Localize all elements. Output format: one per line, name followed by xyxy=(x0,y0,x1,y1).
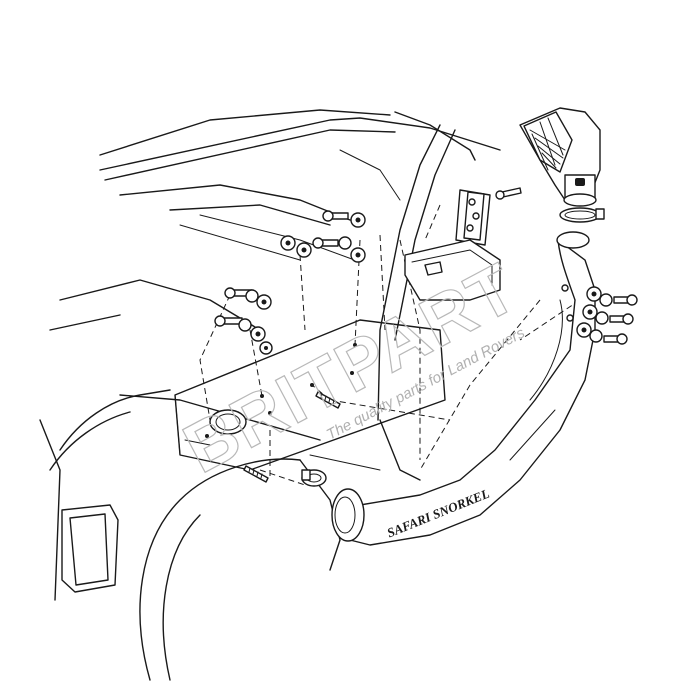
inner-wing-panel xyxy=(174,319,446,471)
hose-clamp-upper xyxy=(559,207,605,223)
bolt-set-right xyxy=(576,286,638,345)
snorkel-body-tube xyxy=(331,231,596,546)
fasteners xyxy=(214,210,638,483)
air-ram-head xyxy=(519,107,601,207)
watermark-brand: BRITPART xyxy=(171,248,530,488)
hose-clamp-lower xyxy=(301,469,327,487)
door-mirror xyxy=(404,239,501,301)
threaded-studs xyxy=(243,391,341,483)
bolt-set-upper xyxy=(280,210,366,263)
bolt-set-left xyxy=(214,287,273,355)
mounting-bracket xyxy=(455,187,522,246)
